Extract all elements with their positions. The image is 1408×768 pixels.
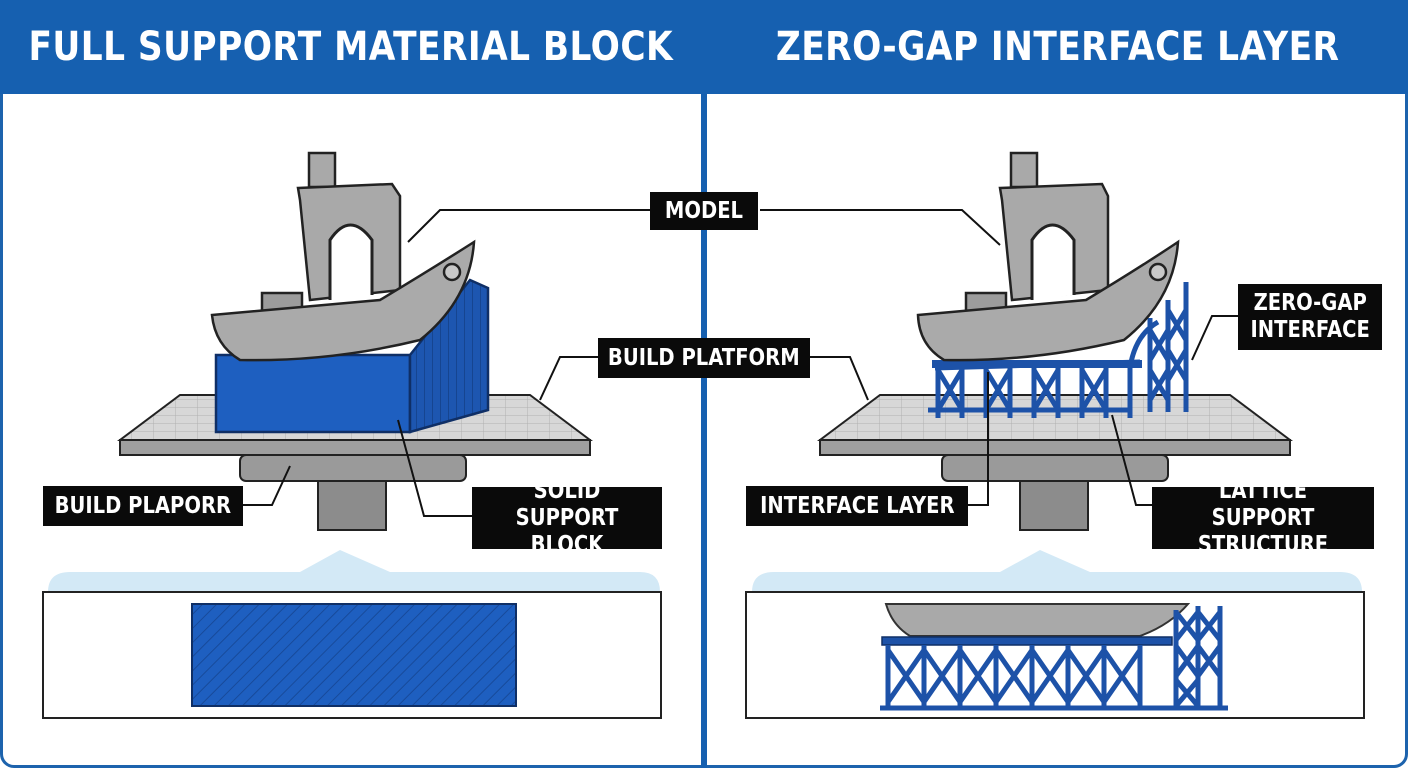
right-boat-model xyxy=(916,151,1180,362)
right-panel-header: ZERO-GAP INTERFACE LAYER xyxy=(707,0,1408,94)
panel-divider xyxy=(701,0,707,768)
build-plaporr-label: BUILD PLAPORR xyxy=(43,486,243,526)
build-platform-leader-left xyxy=(539,356,600,401)
platform-base xyxy=(239,454,467,482)
section-boat-hull xyxy=(884,603,1191,637)
solid-support-front xyxy=(214,353,412,434)
lattice-leader xyxy=(1111,414,1154,506)
build-platform-leader-right xyxy=(810,356,869,401)
left-panel-header: FULL SUPPORT MATERIAL BLOCK xyxy=(0,0,701,94)
section-interface-layer xyxy=(881,636,1173,646)
model-leader-left xyxy=(407,209,662,243)
right-panel-title: ZERO-GAP INTERFACE LAYER xyxy=(775,24,1340,70)
build-platform-edge xyxy=(819,439,1291,456)
left-section-cap xyxy=(48,550,660,592)
left-leader-lines xyxy=(242,209,662,517)
zero-gap-leader xyxy=(1191,315,1238,361)
solid-support-block-label: SOLID SUPPORT BLOCK xyxy=(472,478,662,558)
interface-layer-leader xyxy=(966,372,989,506)
right-section-cap xyxy=(752,550,1362,592)
section-lattice xyxy=(880,606,1228,711)
solid-support-leader xyxy=(397,419,475,517)
lattice-support-structure-label: LATTICE SUPPORT STRUCTURE xyxy=(1152,478,1374,558)
left-boat-model xyxy=(210,151,476,362)
left-panel-title: FULL SUPPORT MATERIAL BLOCK xyxy=(28,24,673,70)
zero-gap-interface-label: ZERO-GAP INTERFACE xyxy=(1238,284,1382,350)
build-platform-edge xyxy=(119,439,591,456)
left-cross-section xyxy=(42,550,662,719)
build-platform-label: BUILD PLATFORM xyxy=(598,338,810,378)
interface-layer-label: INTERFACE LAYER xyxy=(746,486,968,526)
platform-base xyxy=(941,454,1169,482)
model-label: MODEL xyxy=(650,192,758,230)
right-cross-section xyxy=(745,550,1365,719)
build-plaporr-leader xyxy=(242,465,291,506)
right-leader-lines xyxy=(760,209,1238,506)
interface-layer-3d xyxy=(932,360,1142,368)
lattice-support-3d xyxy=(928,282,1189,418)
right-scene xyxy=(817,151,1293,531)
left-section-solid-block xyxy=(191,603,517,707)
model-leader-right xyxy=(760,209,1001,246)
